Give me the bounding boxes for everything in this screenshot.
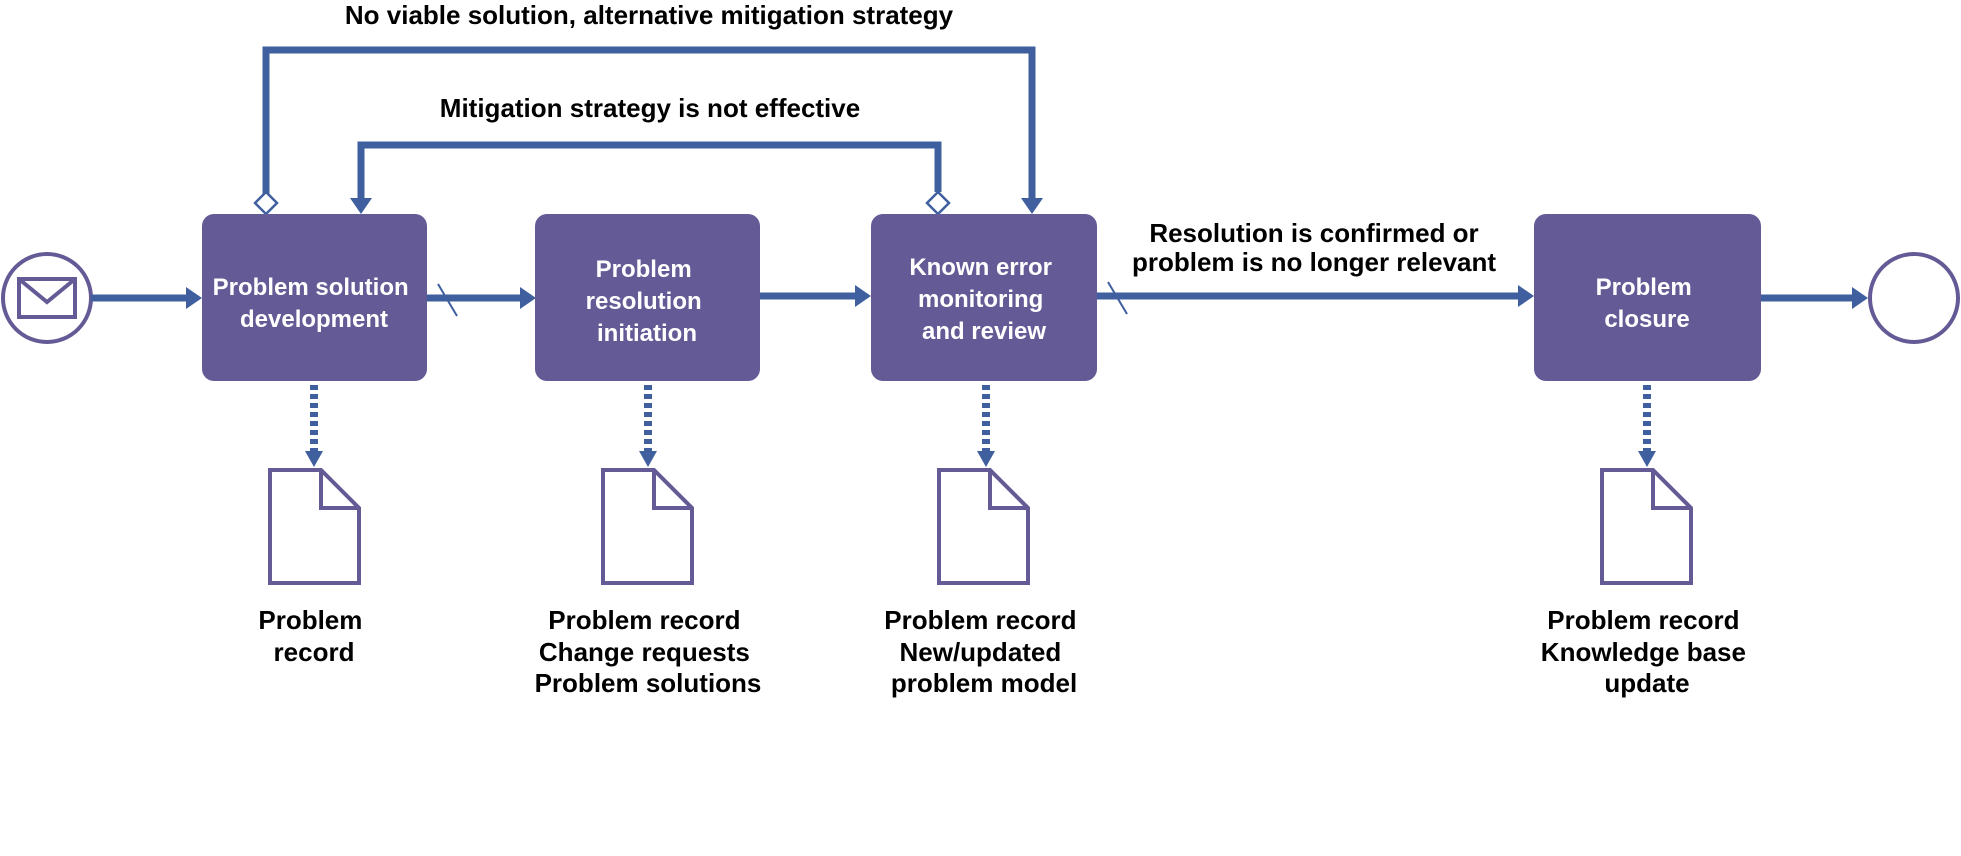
svg-text:Known error monitoring: Known error monitoring and review xyxy=(909,254,1058,345)
process-label-line: initiation xyxy=(597,320,697,347)
loop-no-viable-label: No viable solution, alternative mitigati… xyxy=(345,0,954,30)
process-label-line: Problem solution xyxy=(213,274,409,301)
loop-origin-diamond xyxy=(253,190,279,216)
process-label-line: Known error xyxy=(909,254,1052,281)
process-problem-closure: Problem closure xyxy=(1534,214,1761,381)
condition-label-line2: problem is no longer relevant xyxy=(1132,247,1496,277)
loop-no-viable-solution: No viable solution, alternative mitigati… xyxy=(253,0,1043,216)
default-flow-marker xyxy=(1107,281,1128,315)
process-known-error-monitoring: Known error monitoring and review xyxy=(871,214,1097,381)
process-label-line: Problem xyxy=(596,256,692,283)
start-event xyxy=(1,252,93,344)
output-label-2: Problem record Change requests Problem s… xyxy=(535,605,762,698)
svg-text:Problem resolution: Problem resolution initiation xyxy=(586,256,709,347)
process-label-line: and review xyxy=(922,318,1046,345)
document-icon xyxy=(937,468,1030,585)
loop-origin-diamond xyxy=(925,190,951,216)
loop-not-effective-label: Mitigation strategy is not effective xyxy=(440,93,860,123)
process-label-line: development xyxy=(240,306,388,333)
output-label-3: Problem record New/updated problem model xyxy=(884,605,1083,698)
process-problem-solution-development: Problem solution development xyxy=(202,214,427,381)
message-envelope-icon xyxy=(17,277,77,319)
process-label-line: monitoring xyxy=(918,286,1043,313)
process-label-line: Problem xyxy=(1596,274,1692,301)
process-label-line: resolution xyxy=(586,288,702,315)
loop-mitigation-not-effective: Mitigation strategy is not effective xyxy=(350,93,951,216)
process-problem-resolution-initiation: Problem resolution initiation xyxy=(535,214,760,381)
document-icon xyxy=(601,468,694,585)
process-label-line: closure xyxy=(1604,306,1689,333)
end-event-circle-icon xyxy=(1868,252,1960,344)
document-icon xyxy=(268,468,361,585)
output-label-1: Problem record xyxy=(258,605,369,667)
document-icon xyxy=(1600,468,1693,585)
svg-text:Problem closure: Problem closure xyxy=(1596,274,1699,333)
main-flow xyxy=(91,281,1868,317)
data-associations xyxy=(305,385,1656,467)
output-label-4: Problem record Knowledge base update xyxy=(1541,605,1753,698)
svg-text:Problem solution develop: Problem solution development xyxy=(213,274,416,333)
default-flow-marker xyxy=(437,283,458,317)
condition-label-line1: Resolution is confirmed or xyxy=(1149,218,1478,248)
